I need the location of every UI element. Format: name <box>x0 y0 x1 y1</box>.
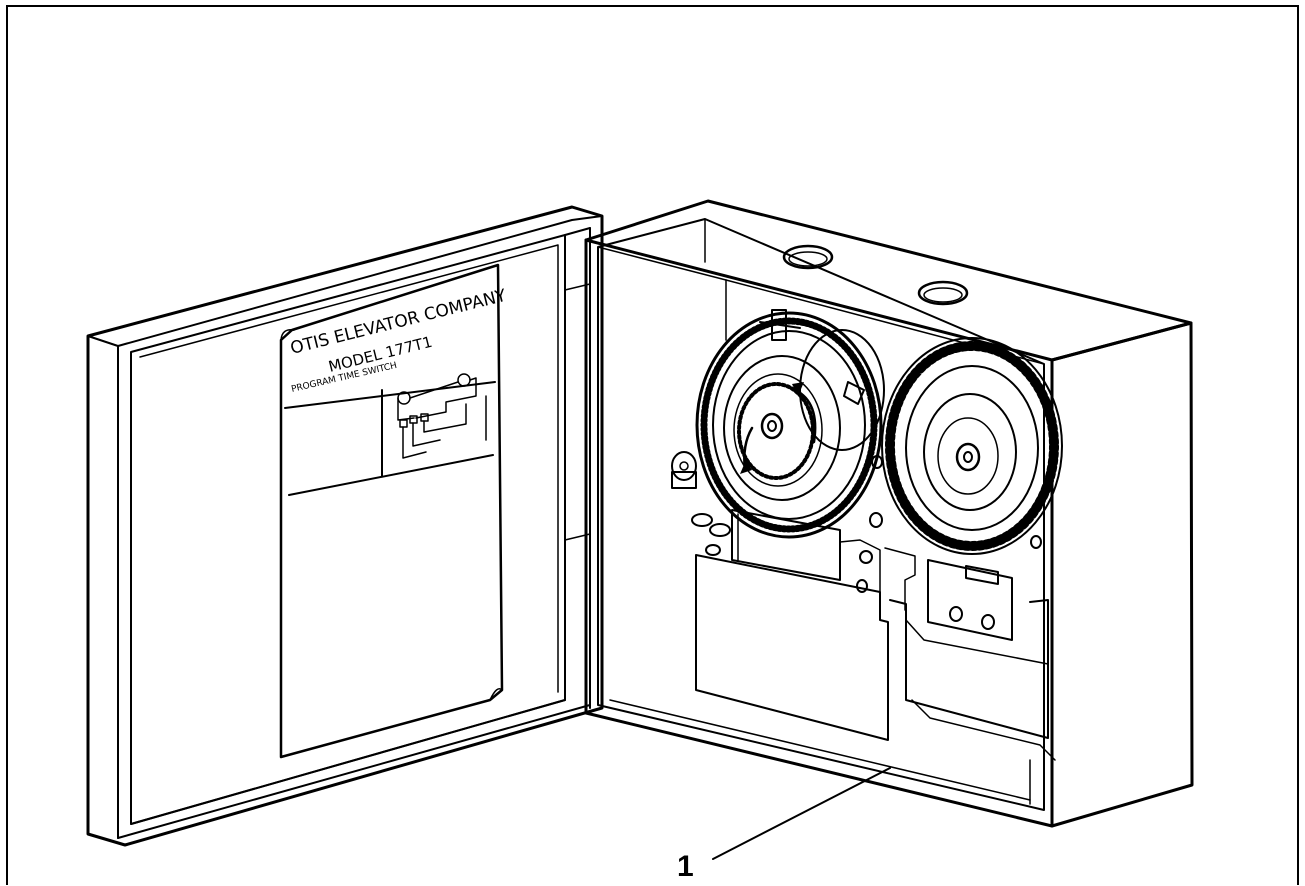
enclosure-door <box>86 205 604 847</box>
program-dial <box>671 309 885 556</box>
callout-number: 1 <box>677 850 694 883</box>
wiring-schematic <box>397 373 487 459</box>
motor-gear-assembly <box>881 337 1063 555</box>
right-switch-block <box>889 559 1056 761</box>
door-label-card: OTIS ELEVATOR COMPANY MODEL 177T1 PROGRA… <box>279 263 509 759</box>
callout-leader-line <box>712 767 891 860</box>
figure-frame <box>6 5 1299 885</box>
enclosure-box <box>584 199 1194 828</box>
left-switch-block <box>695 509 916 741</box>
